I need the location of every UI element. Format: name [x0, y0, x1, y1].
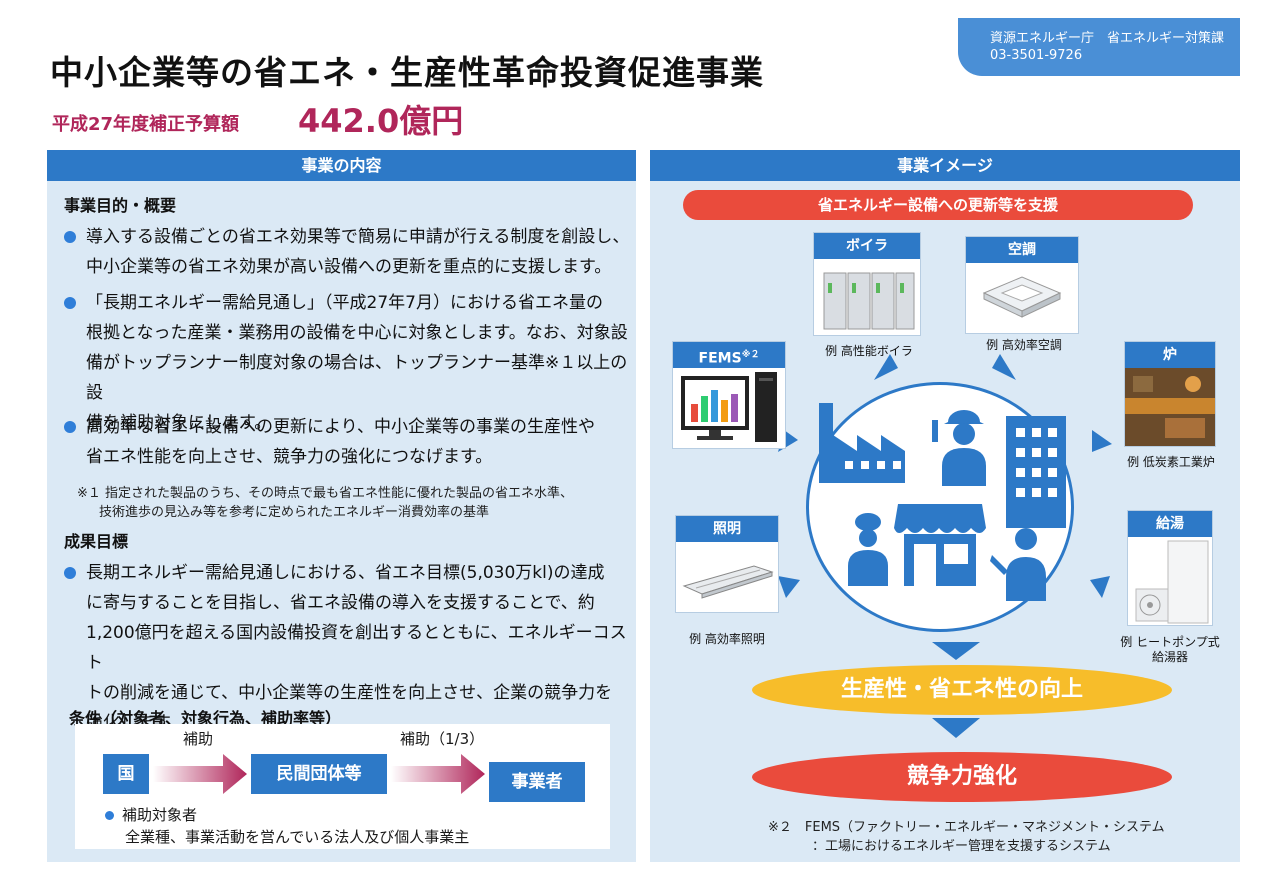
bullet-2: 「長期エネルギー需給見通し」（平成27年7月）における省エネ量の 根拠となった産…: [64, 288, 634, 438]
target-text: 全業種、事業活動を営んでいる法人及び個人事業主: [125, 828, 470, 846]
flow-box-government: 国: [103, 754, 149, 794]
flow-arrow-2-icon: [391, 754, 485, 794]
arrow-down-1-icon: [932, 642, 980, 660]
flow-arrow-2-label: 補助（1/3）: [400, 730, 485, 748]
bullet-1-line-2: 中小企業等の省エネ効果が高い設備への更新を重点的に支援します。: [86, 257, 612, 277]
target-label-row: 補助対象者: [105, 804, 197, 825]
caption-hotwater: 例 ヒートポンプ式 給湯器: [1114, 635, 1226, 665]
bullet-2-line-2: 根拠となった産業・業務用の設備を中心に対象とします。なお、対象設: [86, 323, 628, 343]
panel-title-image: 事業イメージ: [650, 150, 1240, 181]
goal-line-2: に寄与することを目指し、省エネ設備の導入を支援することで、約: [86, 593, 595, 613]
goal-heading: 成果目標: [64, 532, 129, 551]
footnote-1: ※１ 指定された製品のうち、その時点で最も省エネ性能に優れた製品の省エネ水準、 …: [77, 484, 632, 522]
businessman-icon: [990, 528, 1046, 601]
conditions-heading: 条件（対象者、対象行為、補助率等）: [69, 709, 342, 728]
arrow-aircon-icon: [992, 354, 1016, 380]
budget-label: 平成27年度補正予算額: [52, 114, 240, 135]
footnote-2-line-1: ※２ FEMS（ファクトリー・エネルギー・マネジメント・システム: [768, 820, 1165, 835]
productivity-banner: 生産性・省エネ性の向上: [752, 665, 1172, 715]
arrow-furnace-icon: [1092, 430, 1112, 452]
purpose-heading: 事業目的・概要: [64, 196, 177, 215]
card-fems: FEMS※２: [672, 341, 786, 449]
budget-value: 442.0億円: [298, 102, 464, 140]
card-boiler: ボイラ: [813, 232, 921, 336]
footnote-2: ※２ FEMS（ファクトリー・エネルギー・マネジメント・システム ：工場における…: [768, 818, 1228, 856]
bullet-dot-icon: [64, 297, 76, 309]
competitiveness-banner: 競争力強化: [752, 752, 1172, 802]
bullet-2-line-4: 備を補助対象にします。: [86, 413, 272, 433]
business-content-panel: 事業の内容 事業目的・概要 導入する設備ごとの省エネ効果等で簡易に申請が行える制…: [47, 150, 636, 862]
bullet-dot-icon: [64, 421, 76, 433]
caption-aircon: 例 高効率空調: [986, 338, 1062, 352]
card-fems-footnote-mark: ※２: [741, 350, 760, 360]
flow-box-business: 事業者: [489, 762, 585, 802]
caption-lighting: 例 高効率照明: [689, 632, 765, 646]
card-furnace-title: 炉: [1125, 342, 1215, 368]
bullet-2-line-1: 「長期エネルギー需給見通し」（平成27年7月）における省エネ量の: [86, 293, 603, 313]
bullet-dot-icon: [64, 567, 76, 579]
goal-line-4: トの削減を通じて、中小企業等の生産性を向上させ、企業の競争力を: [86, 683, 613, 703]
card-hotwater: 給湯: [1127, 510, 1213, 626]
footnote-2-line-2: ：工場におけるエネルギー管理を支援するシステム: [812, 839, 1111, 854]
boiler-icon: [823, 272, 915, 330]
caption-hotwater-line-2: 給湯器: [1151, 650, 1188, 664]
chef-icon: [848, 513, 888, 586]
bullet-dot-icon: [105, 811, 114, 820]
conditions-box: 補助 補助（1/3） 国 民間団体等 事業者 補助対象者 全業種、事業活動を営ん…: [75, 724, 610, 849]
goal-bullet: 長期エネルギー需給見通しにおける、省エネ目標(5,030万kl)の達成 に寄与す…: [64, 558, 634, 738]
support-banner: 省エネルギー設備への更新等を支援: [683, 190, 1193, 220]
footnote-1-line-1: ※１ 指定された製品のうち、その時点で最も省エネ性能に優れた製品の省エネ水準、: [77, 486, 574, 501]
heat-pump-water-heater-icon: [1135, 540, 1209, 624]
card-furnace: 炉: [1124, 341, 1216, 447]
fems-monitor-icon: [681, 372, 777, 442]
arrow-lighting-icon: [778, 576, 800, 598]
bullet-1-line-1: 導入する設備ごとの省エネ効果等で簡易に申請が行える制度を創設し、: [86, 227, 630, 247]
arrow-down-2-icon: [932, 718, 980, 738]
card-boiler-title: ボイラ: [814, 233, 920, 259]
card-lighting-title: 照明: [676, 516, 778, 542]
bullet-3-line-1: 高効率な省エネ設備への更新により、中小企業等の事業の生産性や: [86, 417, 595, 437]
shop-icon: [894, 504, 986, 586]
card-aircon-title: 空調: [966, 237, 1078, 263]
arrow-hotwater-icon: [1090, 576, 1110, 598]
factory-icon: [819, 403, 905, 483]
caption-hotwater-line-1: 例 ヒートポンプ式: [1120, 635, 1220, 649]
flow-arrow-1-label: 補助: [183, 730, 214, 748]
office-building-icon: [1006, 416, 1066, 528]
arrow-boiler-icon: [874, 354, 898, 380]
caption-boiler: 例 高性能ボイラ: [825, 344, 913, 358]
page-title: 中小企業等の省エネ・生産性革命投資促進事業: [50, 53, 764, 92]
goal-line-1: 長期エネルギー需給見通しにおける、省エネ目標(5,030万kl)の達成: [86, 563, 605, 583]
bullet-1: 導入する設備ごとの省エネ効果等で簡易に申請が行える制度を創設し、 中小企業等の省…: [64, 222, 634, 282]
card-fems-title: FEMS※２: [673, 342, 785, 368]
bullet-3: 高効率な省エネ設備への更新により、中小企業等の事業の生産性や 省エネ性能を向上さ…: [64, 412, 634, 472]
flow-box-private-org: 民間団体等: [251, 754, 387, 794]
flow-arrow-1-icon: [153, 754, 247, 794]
footnote-1-line-2: 技術進歩の見込み等を参考に定められたエネルギー消費効率の基準: [99, 505, 490, 520]
target-label: 補助対象者: [122, 806, 198, 824]
card-lighting: 照明: [675, 515, 779, 613]
caption-furnace: 例 低炭素工業炉: [1127, 455, 1215, 469]
card-hotwater-title: 給湯: [1128, 511, 1212, 537]
contact-badge: 資源エネルギー庁 省エネルギー対策課 03-3501-9726: [958, 18, 1240, 76]
bullet-dot-icon: [64, 231, 76, 243]
contact-phone: 03-3501-9726: [990, 48, 1083, 63]
aircon-icon: [982, 276, 1062, 318]
direction-arrows: [778, 354, 1112, 738]
furnace-icon: [1125, 368, 1215, 446]
contact-department: 資源エネルギー庁 省エネルギー対策課: [990, 31, 1225, 46]
bullet-3-line-2: 省エネ性能を向上させ、競争力の強化につなげます。: [86, 447, 493, 467]
goal-line-3: 1,200億円を超える国内設備投資を創出するとともに、エネルギーコスト: [86, 623, 627, 673]
card-fems-title-text: FEMS: [698, 350, 742, 367]
lighting-fixture-icon: [682, 565, 774, 599]
worker-icon: [932, 410, 986, 486]
bullet-2-line-3: 備がトップランナー制度対象の場合は、トップランナー基準※１以上の設: [86, 353, 628, 403]
panel-title-content: 事業の内容: [47, 150, 636, 181]
card-aircon: 空調: [965, 236, 1079, 334]
